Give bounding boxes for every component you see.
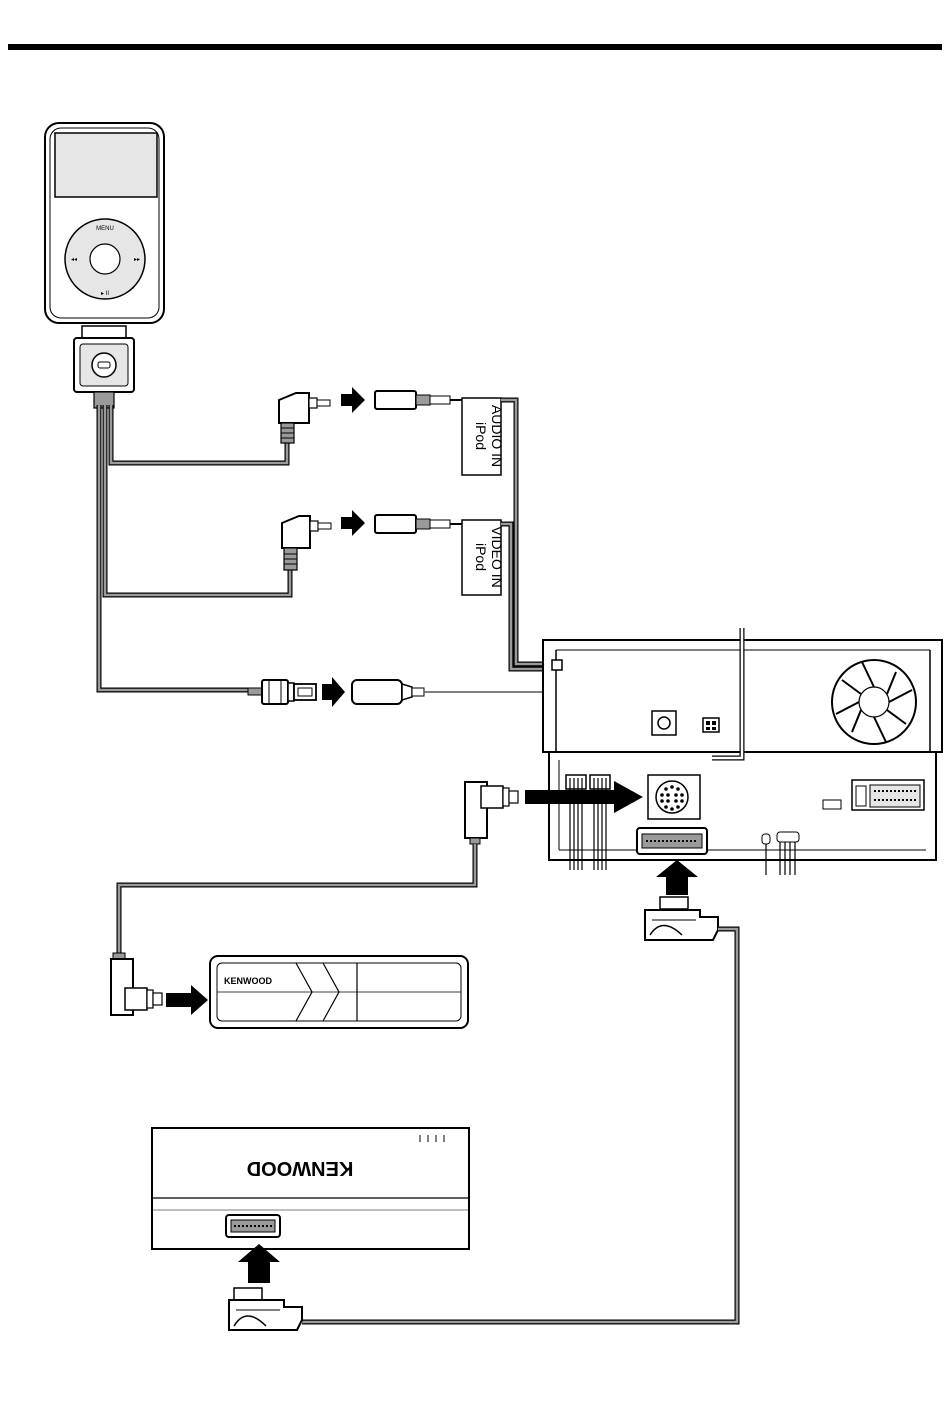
- arrow-plug-to-changer: [166, 985, 208, 1015]
- changer-plug-top: [465, 782, 518, 844]
- audio-in-jack: [375, 391, 462, 409]
- audio-in-label-box: iPod AUDIO IN: [462, 398, 505, 475]
- av-cables-outline: [501, 400, 556, 669]
- next-label: ▸▸: [134, 257, 140, 263]
- dock-connector: [74, 326, 134, 408]
- tuner-unit: KENWOOD: [152, 1128, 469, 1249]
- prev-label: ◂◂: [71, 257, 77, 263]
- changer-cable: [119, 844, 475, 953]
- tuner-brand-logo: KENWOOD: [247, 1157, 354, 1179]
- changer-plug-bottom: [111, 953, 162, 1015]
- play-label: ▸ II: [101, 291, 109, 297]
- dock-logo-icon: [92, 353, 116, 377]
- cd-changer: KENWOOD: [210, 956, 468, 1028]
- changer-cable-outline: [119, 844, 475, 953]
- menu-label: MENU: [96, 226, 114, 232]
- bus-plug-top: [645, 897, 718, 940]
- video-plug: [282, 516, 331, 570]
- video-in-label-line1: iPod: [473, 543, 489, 571]
- top-rule: [8, 44, 942, 50]
- audio-in-label-line1: iPod: [473, 422, 489, 450]
- arrow-video: [341, 510, 365, 536]
- ipod-cables: [99, 405, 290, 690]
- head-unit-rear: [543, 628, 942, 875]
- ipod-screen: [55, 133, 157, 197]
- usb-plug: [248, 680, 316, 704]
- video-in-label-line2: VIDEO IN: [489, 526, 505, 587]
- video-in-jack: [375, 515, 462, 533]
- video-in-label-box: iPod VIDEO IN: [462, 520, 505, 595]
- arrow-usb: [322, 677, 345, 707]
- audio-plug: [279, 393, 330, 443]
- arrow-plug-to-unit: [656, 860, 698, 895]
- audio-in-label-line2: AUDIO IN: [489, 405, 505, 467]
- changer-brand-logo: KENWOOD: [224, 976, 272, 986]
- center-button: [90, 244, 120, 274]
- arrow-audio: [341, 387, 365, 413]
- ipod-cables-outline: [99, 405, 290, 690]
- cooling-fan-icon: [832, 660, 916, 744]
- ipod-device: MENU ◂◂ ▸▸ ▸ II: [45, 123, 164, 323]
- bus-plug-bottom: [229, 1288, 302, 1330]
